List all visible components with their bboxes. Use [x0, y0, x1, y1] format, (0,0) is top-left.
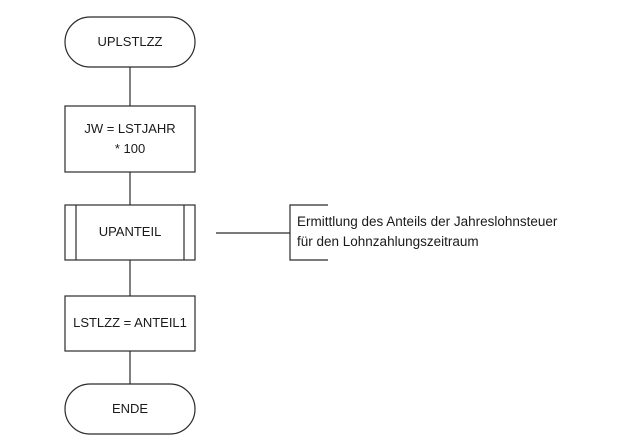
start-terminal-label: UPLSTLZZ [97, 34, 163, 49]
subroutine-label: UPANTEIL [98, 224, 162, 239]
subroutine-annotation: Ermittlung des Anteils der Jahreslohnste… [297, 214, 558, 249]
process-step-1-shape [64, 105, 196, 173]
process-step-1-label: JW = LSTJAHR * 100 [84, 121, 176, 156]
end-terminal-shape [64, 383, 196, 435]
process-step-2-shape [64, 295, 196, 352]
end-terminal-label: ENDE [111, 401, 149, 416]
process-step-2-label: LSTLZZ = ANTEIL1 [73, 315, 187, 330]
start-terminal-shape [64, 16, 196, 68]
annotation-bracket [289, 204, 328, 261]
subroutine-shape [64, 204, 196, 261]
